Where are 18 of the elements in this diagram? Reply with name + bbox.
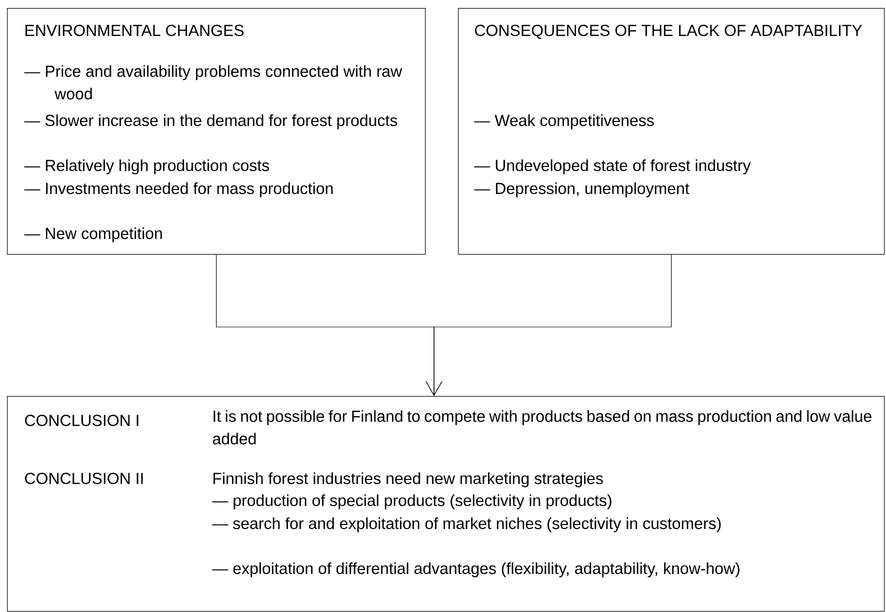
bullet-item: — Depression, unemployment	[474, 182, 690, 198]
bullet-item: — search for and exploitation of market niches (selectivity in customers)	[212, 517, 721, 532]
bullet-item: — production of special products (selectivity in products)	[212, 494, 612, 510]
bullet-item: — Slower increase in the demand for forest products	[24, 114, 398, 130]
bullet-item: — Undeveloped state of forest industry	[474, 159, 751, 174]
heading: Finnish forest industries need new marketing strategies	[214, 472, 603, 488]
bullet-item: — Price and availability problems connected with raw wood	[24, 65, 402, 100]
bullet-item: — Weak competitiveness	[474, 114, 654, 130]
heading: CONSEQUENCES OF THE LACK OF ADAPTABILITY	[475, 24, 862, 39]
bullet-item: — Relatively high production costs	[24, 159, 270, 174]
bullet-item: — exploitation of differential advantages (flexibility, adaptability, know-how)	[212, 562, 740, 578]
connector-arrow	[426, 254, 672, 396]
body-text: It is not possible for Finland to compete with products based on mass production and low value added	[212, 410, 872, 444]
heading: ENVIRONMENTAL CHANGES	[26, 24, 244, 36]
bullet-item: — Investments needed for mass production	[24, 182, 333, 198]
bullet-item: — New competition	[24, 227, 162, 242]
heading: CONCLUSION I	[25, 414, 138, 426]
heading: CONCLUSION II	[25, 472, 143, 484]
